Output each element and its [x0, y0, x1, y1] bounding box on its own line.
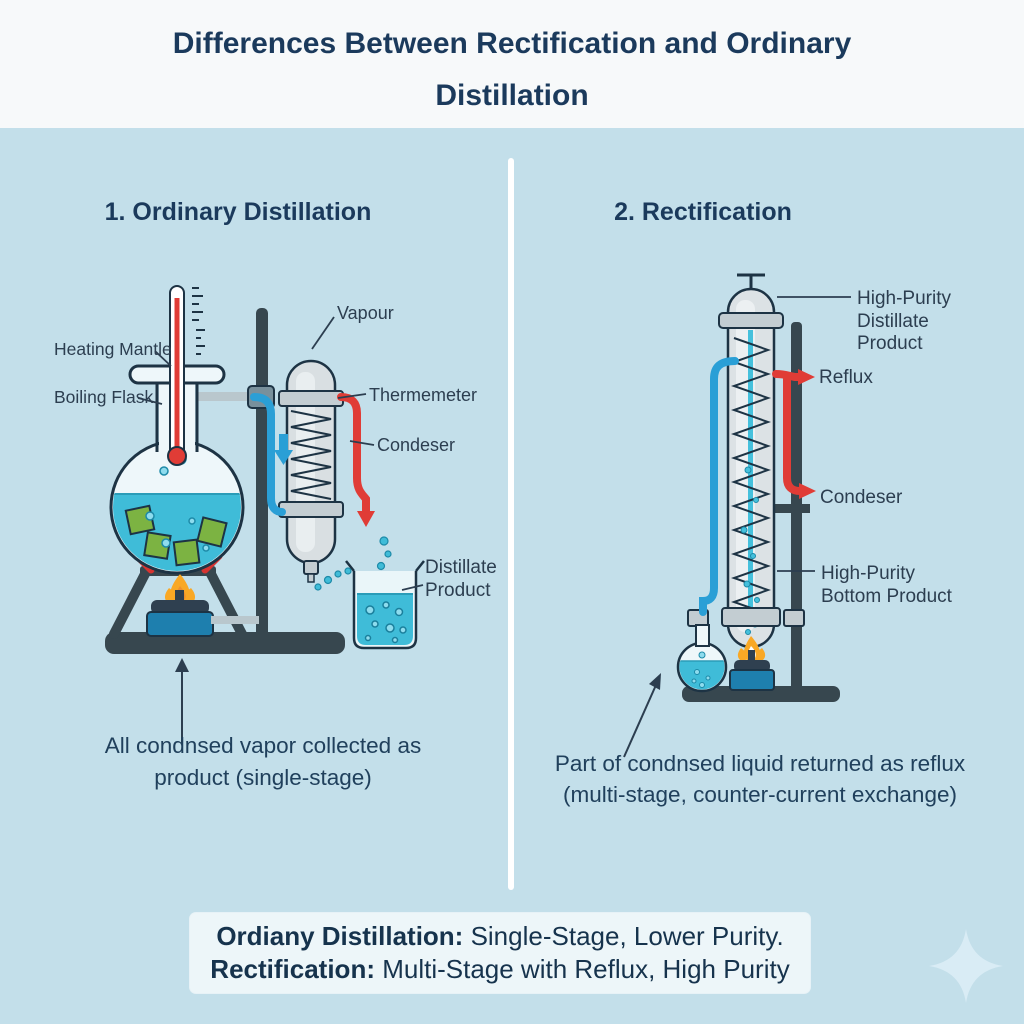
up-arrow-icon [175, 658, 189, 672]
summary-line1: Ordiany Distillation: Single-Stage, Lowe… [216, 920, 783, 953]
down-arrow-icon [274, 434, 293, 465]
page-title-line1: Differences Between Rectification and Or… [172, 27, 852, 60]
column-coil [730, 337, 772, 627]
hp-distillate-line3: Product [857, 333, 923, 354]
vapour-label: Vapour [337, 303, 394, 323]
hp-distillate-line1: High-Purity [857, 288, 951, 309]
column-burner [729, 636, 775, 691]
summary-line2: Rectification: Multi-Stage with Reflux, … [210, 953, 789, 986]
reflux-tube [772, 369, 816, 499]
up-right-arrow-icon [649, 673, 661, 690]
drip-arrow-icon [357, 511, 375, 527]
right-caption-line2: (multi-stage, counter-current exchange) [563, 782, 957, 807]
sparkle-icon [929, 929, 1003, 1003]
page-title-line2: Distillation [435, 79, 589, 112]
right-caption-arrow [623, 673, 661, 758]
beaker [345, 560, 425, 650]
left-caption: All condnsed vapor collected as product … [85, 730, 441, 794]
heating-mantle-label: Heating Mantle [54, 339, 172, 359]
high-purity-bottom-label: High-Purity Bottom Product [821, 562, 952, 608]
liquid-bubbles [145, 511, 210, 552]
condensate-drips [314, 536, 392, 597]
thermometer [167, 285, 205, 466]
vapour-tube [250, 393, 293, 516]
thermometer-label: Thermemeter [369, 385, 478, 405]
condenser-left [278, 359, 344, 583]
left-caption-line2: product (single-stage) [154, 765, 372, 790]
left-caption-arrow [175, 658, 189, 744]
condenser-label-right: Condeser [820, 487, 903, 508]
right-panel-heading: 2. Rectification [614, 198, 792, 226]
lab-stand [105, 308, 345, 654]
distillate-tube [337, 393, 375, 527]
distillate-product-line1: Distillate [425, 557, 497, 578]
boiling-flask [109, 364, 245, 575]
distillate-product-label: Distillate Product [425, 556, 497, 602]
ordinary-distillation-apparatus [105, 285, 425, 744]
condenser-coil [290, 410, 332, 500]
condenser-arrow-icon [799, 483, 816, 499]
condenser-label-left: Condeser [377, 435, 456, 455]
right-pointer-lines [777, 296, 851, 572]
title-banner: Differences Between Rectification and Or… [0, 0, 1024, 128]
reflux-arrow-icon [798, 369, 815, 385]
bottoms-flask [676, 624, 728, 693]
rectification-column [687, 273, 805, 649]
beaker-bubbles [364, 601, 407, 644]
summary-line2-label: Rectification: [210, 954, 375, 984]
distillate-product-line2: Product [425, 580, 491, 601]
summary-line2-text: Multi-Stage with Reflux, High Purity [374, 954, 790, 984]
boiling-flask-label: Boiling Flask [54, 387, 154, 407]
left-pointer-lines [137, 316, 424, 591]
summary-line1-label: Ordiany Distillation: [216, 921, 464, 951]
hp-bottom-line2: Bottom Product [821, 586, 952, 607]
summary-box: Ordiany Distillation: Single-Stage, Lowe… [190, 913, 810, 993]
high-purity-distillate-label: High-Purity Distillate Product [857, 288, 951, 356]
left-caption-line1: All condnsed vapor collected as [104, 733, 422, 758]
left-panel-heading: 1. Ordinary Distillation [104, 198, 372, 226]
summary-line1-text: Single-Stage, Lower Purity. [463, 921, 784, 951]
right-caption-line1: Part of condnsed liquid returned as refl… [554, 751, 966, 776]
reflux-label: Reflux [819, 367, 873, 388]
rectification-apparatus [623, 273, 851, 758]
thermometer-scale [192, 287, 205, 355]
right-caption: Part of condnsed liquid returned as refl… [550, 748, 970, 810]
column-blue-tube [699, 357, 739, 616]
panel-divider [508, 158, 514, 890]
hp-distillate-line2: Distillate [857, 310, 929, 332]
column-stand [682, 322, 840, 702]
hp-bottom-line1: High-Purity [821, 563, 915, 584]
